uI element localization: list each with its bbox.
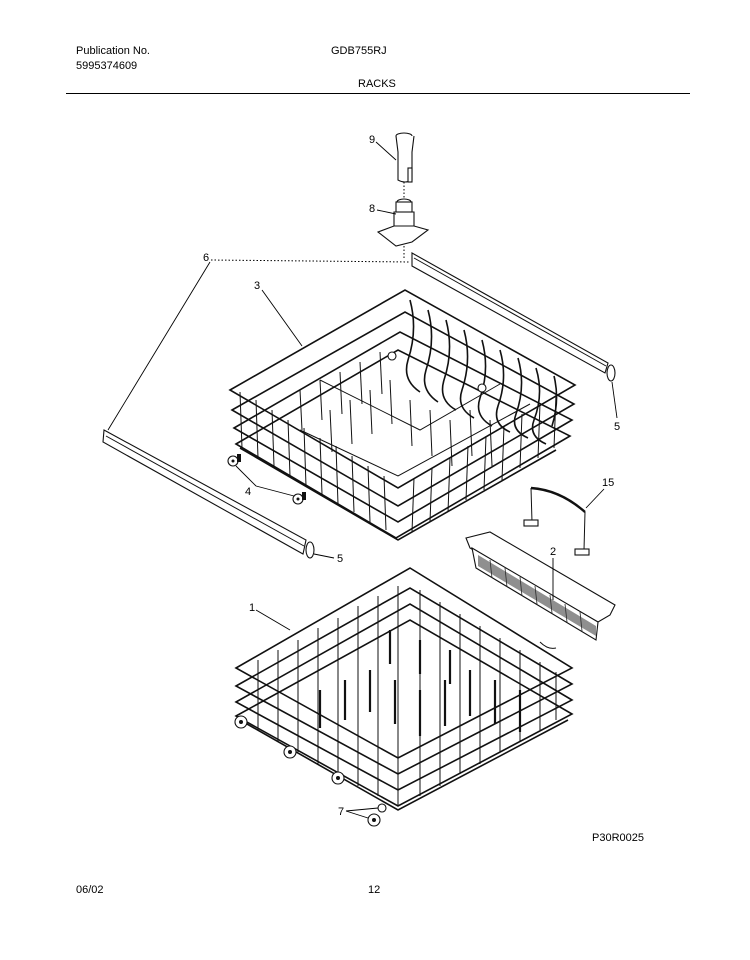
header-divider: [66, 93, 690, 94]
figure-code: P30R0025: [592, 832, 644, 844]
callout-15: 15: [602, 477, 614, 489]
callout-2: 2: [550, 546, 556, 558]
section-title: RACKS: [358, 78, 396, 90]
publication-number: 5995374609: [76, 60, 138, 72]
callout-9: 9: [369, 134, 375, 146]
callout-3: 3: [254, 280, 260, 292]
callout-5-right: 5: [614, 421, 620, 433]
right-rack-track: [411, 252, 616, 382]
callout-1: 1: [249, 602, 255, 614]
basket-handle: [523, 486, 590, 556]
callout-6: 6: [203, 252, 209, 264]
upper-rack-rollers: [227, 454, 306, 505]
upper-rack: [228, 289, 577, 541]
callout-4: 4: [245, 486, 251, 498]
page-number: 12: [368, 884, 381, 896]
publication-label: Publication No.: [76, 45, 150, 57]
publication-date: 06/02: [76, 884, 104, 896]
part-9-connector: [395, 132, 415, 200]
callout-5-left: 5: [337, 553, 343, 565]
callout-8: 8: [369, 203, 375, 215]
lower-rack-wheels: [234, 715, 387, 827]
callout-7: 7: [338, 806, 344, 818]
left-rack-track: [102, 429, 315, 559]
silverware-basket: [465, 531, 616, 641]
lower-rack: [234, 567, 574, 811]
part-8-manifold: [376, 198, 430, 258]
model-number: GDB755RJ: [331, 45, 387, 57]
